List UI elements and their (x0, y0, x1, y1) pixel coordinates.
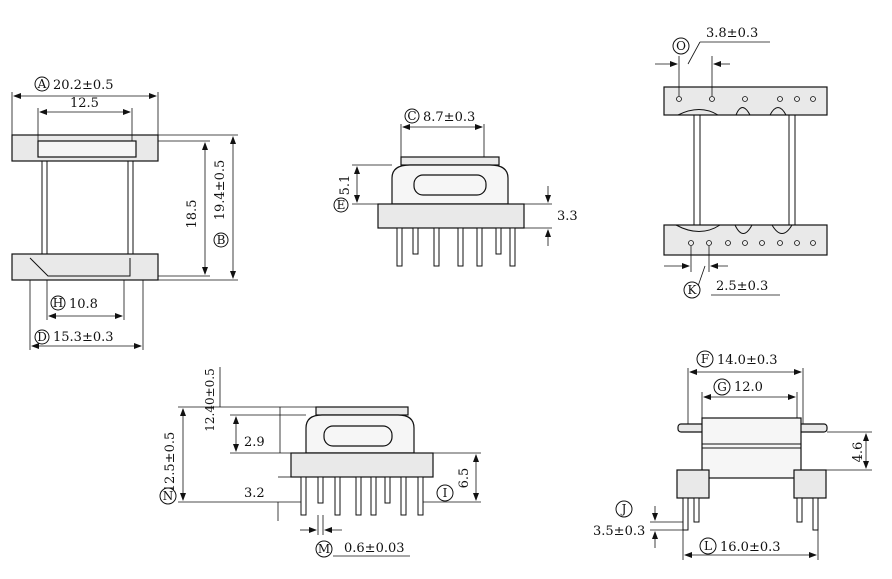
callout-e-circle (333, 197, 349, 213)
callout-o-circle (672, 37, 690, 55)
callout-g-circle (713, 378, 731, 396)
dim-o-value: 3.8±0.3 (706, 26, 758, 41)
callout-d-circle (34, 329, 50, 345)
callout-j-circle (615, 500, 633, 518)
callout-m-circle (315, 540, 333, 558)
callout-b-circle (213, 232, 229, 248)
dim-c-value: 8.7±0.3 (423, 110, 475, 125)
dim-k-value: 2.5±0.3 (716, 279, 768, 294)
dim-m-value: 0.6±0.03 (344, 541, 405, 556)
dim-b-value: 19.4±0.5 (213, 160, 228, 221)
side-base (290, 452, 434, 478)
dim-4-6: 4.6 (851, 442, 866, 463)
dim-i-value: 6.5 (457, 468, 472, 489)
side-top-plate (315, 406, 409, 416)
callout-k-letter: K (688, 283, 698, 297)
upper-core-window (37, 140, 137, 158)
callout-h-circle (50, 295, 66, 311)
callout-b-letter: B (217, 233, 226, 247)
callout-i-letter: I (443, 486, 448, 500)
callout-l-circle (699, 537, 717, 555)
lower-flange-holes (688, 240, 816, 246)
dim-18-5: 18.5 (185, 200, 200, 229)
callout-m-letter: M (318, 542, 330, 556)
callout-i-circle (436, 484, 454, 502)
bottom-view-lower-flange (663, 224, 828, 256)
bottom-view-top-flange (663, 86, 828, 116)
dim-j-value: 3.5±0.3 (593, 524, 645, 539)
callout-h-letter: H (53, 296, 63, 310)
dim-h-value: 10.8 (69, 297, 98, 312)
side-pins (300, 476, 424, 516)
callout-c-circle (404, 108, 420, 124)
callout-f-circle (696, 350, 714, 368)
end-right-base (793, 469, 827, 499)
front-view: C 8.7±0.3 5.1 E 3.3 (333, 108, 578, 267)
callout-n-letter: N (163, 489, 174, 503)
front-window (413, 174, 487, 196)
dim-12-40: 12.40±0.5 (203, 368, 217, 432)
dim-3-3: 3.3 (557, 209, 578, 224)
dim-2-9: 2.9 (244, 435, 265, 450)
callout-j-letter: J (620, 502, 627, 516)
dim-e-value: 5.1 (338, 175, 353, 196)
callout-g-letter: G (717, 380, 727, 394)
callout-c-letter: C (407, 109, 416, 123)
front-base (377, 203, 525, 229)
bottom-view: O 3.8±0.3 K 2.5±0.3 (655, 26, 828, 299)
end-view: F 14.0±0.3 G 12.0 4.6 J 3.5±0.3 L 16.0±0… (593, 350, 872, 560)
dim-l-value: 16.0±0.3 (720, 540, 781, 555)
callout-n-circle (159, 487, 177, 505)
callout-a-letter: A (37, 77, 47, 91)
dim-12-5: 12.5 (70, 96, 99, 111)
dim-a-value: 20.2±0.5 (53, 78, 114, 93)
callout-f-letter: F (701, 352, 709, 366)
side-view: 12.5±0.5 N 12.40±0.5 2.9 3.2 6.5 I M 0.6… (159, 367, 481, 558)
top-flange-holes (676, 96, 816, 102)
end-left-base (676, 469, 710, 499)
callout-l-letter: L (704, 539, 712, 553)
dim-f-value: 14.0±0.3 (717, 353, 778, 368)
front-top-plate (400, 156, 500, 166)
callout-o-letter: O (676, 39, 686, 53)
front-pins (396, 227, 516, 267)
dim-n-value: 12.5±0.5 (163, 432, 178, 493)
end-pins (682, 497, 819, 531)
callout-k-circle (683, 281, 701, 299)
callout-e-letter: E (337, 198, 346, 212)
top-view: A 20.2±0.5 12.5 18.5 19.4±0.5 B H 10.8 D… (11, 76, 238, 350)
dim-3-2: 3.2 (244, 486, 265, 501)
dim-g-value: 12.0 (734, 380, 763, 395)
callout-a-circle (34, 76, 50, 92)
side-window (323, 425, 393, 447)
dim-d-value: 15.3±0.3 (53, 330, 114, 345)
callout-d-letter: D (37, 330, 47, 344)
